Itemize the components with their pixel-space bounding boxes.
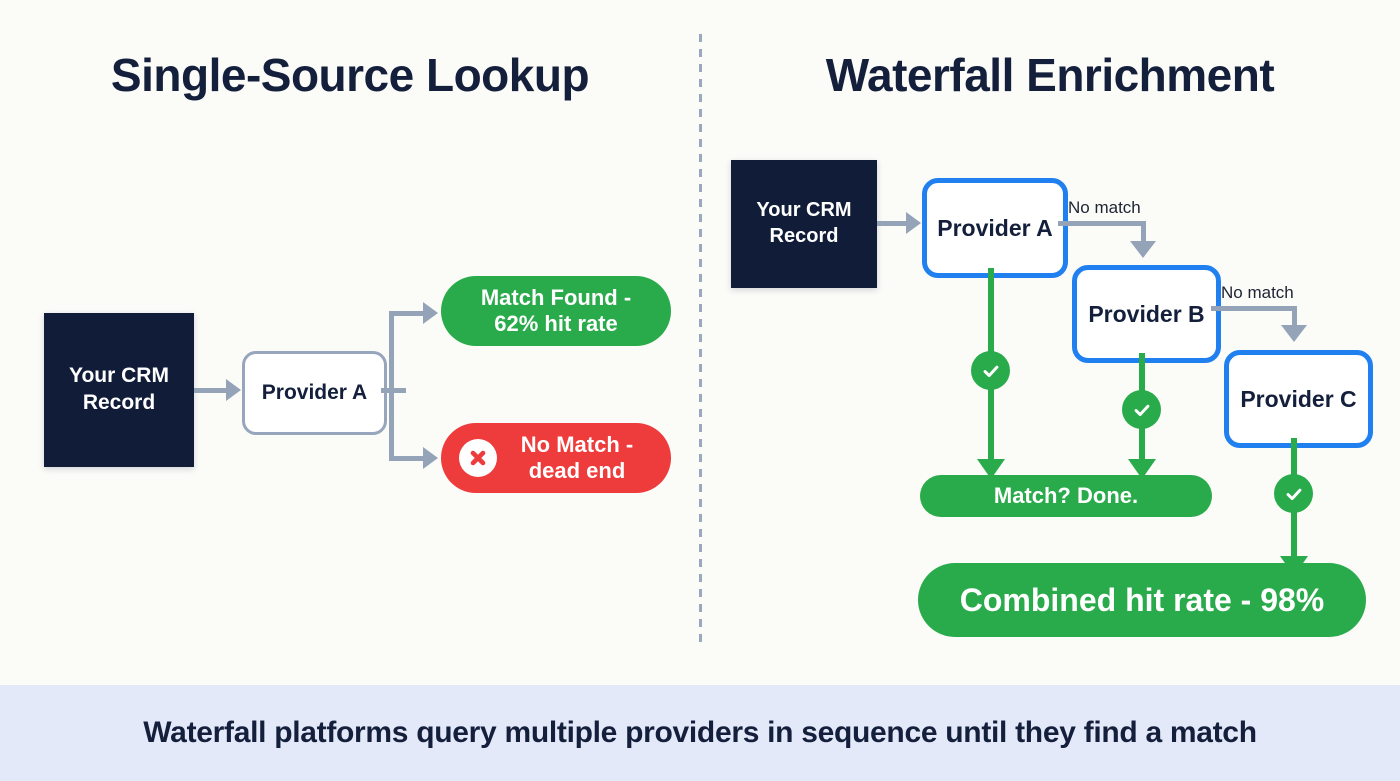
edge-label-no-match-a-to-b: No match — [1068, 198, 1141, 217]
left-outcome-match-found: Match Found - 62% hit rate — [441, 276, 671, 346]
panel-divider — [699, 34, 702, 646]
right-elbow-a-h — [1058, 221, 1146, 226]
left-provider-a-box[interactable]: Provider A — [242, 351, 387, 435]
green-arrowhead-provider-b — [1128, 459, 1156, 479]
match-done-pill: Match? Done. — [920, 475, 1212, 517]
right-arrowhead-crm-to-provider-a — [906, 212, 921, 234]
caption-text: Waterfall platforms query multiple provi… — [143, 716, 1257, 749]
right-connector-crm-to-provider-a — [877, 221, 909, 226]
right-elbow-b-v — [1292, 306, 1297, 328]
edge-label-no-match-b-to-c: No match — [1221, 283, 1294, 302]
left-outcome-failure-line1: No Match - — [520, 431, 634, 457]
left-outcome-failure-line2: dead end — [528, 458, 626, 483]
combined-hit-rate-banner: Combined hit rate - 98% — [918, 563, 1366, 637]
right-panel-title: Waterfall Enrichment — [825, 49, 1275, 101]
left-outcome-success-line2: 62% hit rate — [494, 311, 618, 336]
green-arrowhead-provider-a — [977, 459, 1005, 479]
check-circle-icon-provider-a — [971, 351, 1010, 390]
left-arrowhead-failure — [423, 447, 438, 469]
right-provider-b-label: Provider B — [1088, 300, 1205, 327]
right-crm-line2: Record — [769, 225, 839, 247]
right-provider-a-box[interactable]: Provider A — [922, 178, 1068, 278]
left-crm-line2: Record — [82, 391, 156, 414]
right-provider-c-label: Provider C — [1240, 385, 1357, 412]
right-provider-b-box[interactable]: Provider B — [1072, 265, 1221, 363]
check-circle-icon-provider-c — [1274, 474, 1313, 513]
right-arrowhead-b-to-c — [1281, 325, 1307, 342]
right-crm-line1: Your CRM — [756, 199, 852, 222]
right-arrowhead-a-to-b — [1130, 241, 1156, 258]
left-arrowhead-success — [423, 302, 438, 324]
left-provider-a-label: Provider A — [261, 381, 368, 404]
left-branch-arm-success — [389, 311, 427, 316]
right-crm-record-box: Your CRM Record — [731, 160, 877, 288]
left-outcome-no-match: No Match - dead end — [441, 423, 671, 493]
match-done-label: Match? Done. — [993, 482, 1139, 508]
left-crm-line1: Your CRM — [69, 364, 169, 388]
right-elbow-a-v — [1141, 221, 1146, 244]
left-crm-record-box: Your CRM Record — [44, 313, 194, 467]
left-branch-spine — [389, 313, 394, 461]
left-outcome-success-line1: Match Found - — [480, 284, 632, 310]
left-panel-title: Single-Source Lookup — [110, 49, 590, 101]
right-elbow-b-h — [1211, 306, 1297, 311]
x-circle-icon — [459, 439, 497, 477]
left-connector-crm-to-provider — [194, 388, 228, 393]
caption-band: Waterfall platforms query multiple provi… — [0, 685, 1400, 781]
left-branch-arm-failure — [389, 456, 427, 461]
combined-hit-rate-label: Combined hit rate - 98% — [959, 581, 1325, 618]
right-provider-a-label: Provider A — [937, 214, 1053, 241]
check-circle-icon-provider-b — [1122, 390, 1161, 429]
left-arrowhead-crm-to-provider — [226, 379, 241, 401]
right-provider-c-box[interactable]: Provider C — [1224, 350, 1373, 448]
